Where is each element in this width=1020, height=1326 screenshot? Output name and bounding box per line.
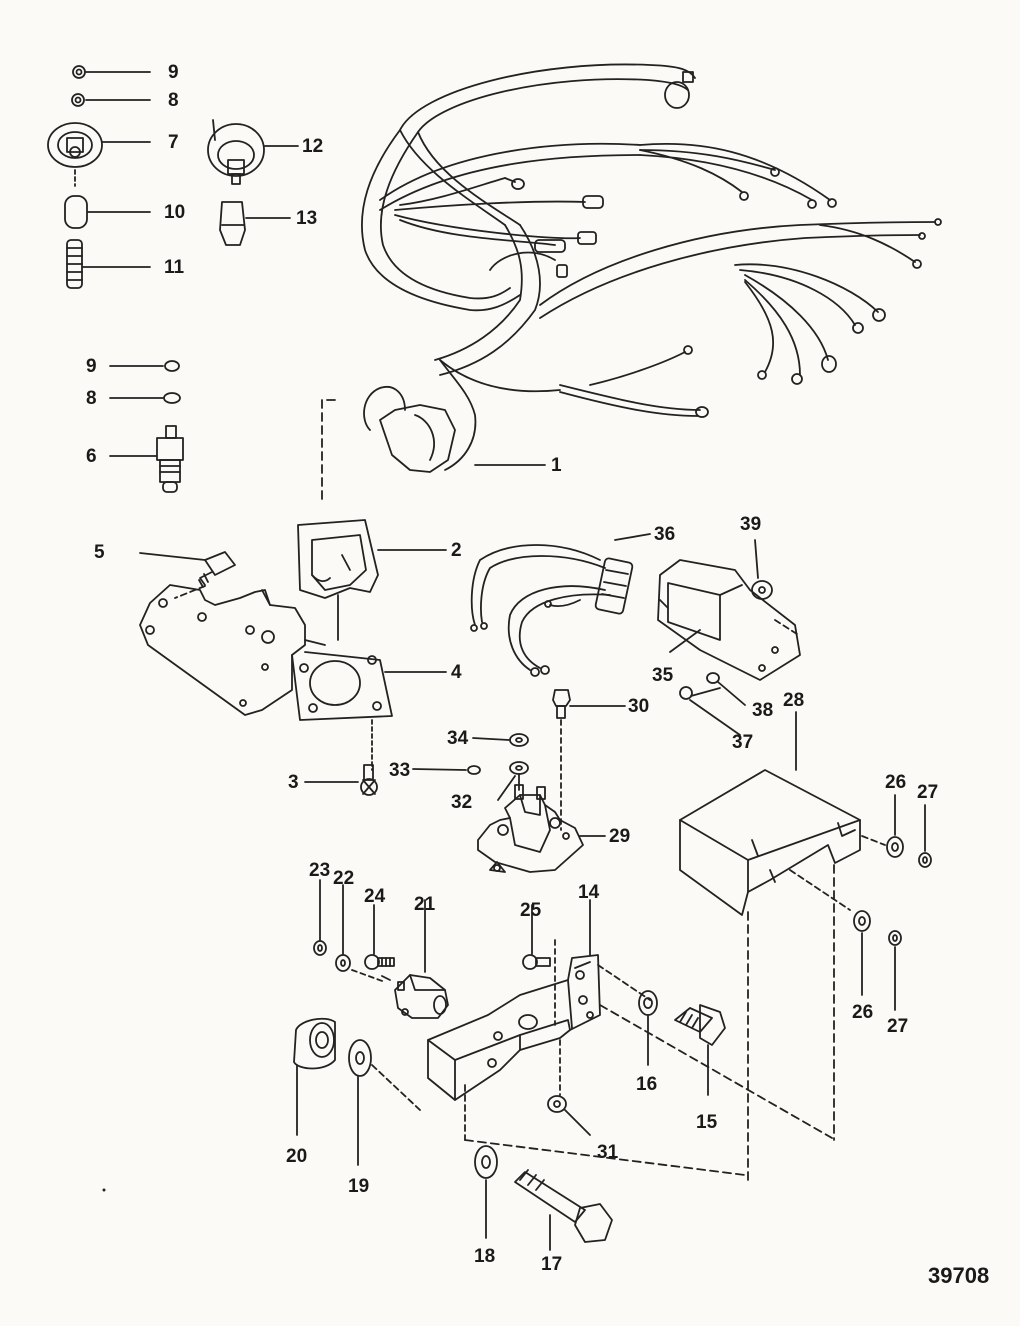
callout-31: 31 (597, 1142, 619, 1163)
stud-part-11 (66, 239, 83, 289)
callout-33: 33 (389, 760, 410, 781)
wire-harness-part-36 (470, 544, 634, 677)
callout-11: 11 (164, 257, 185, 278)
washer-part-18 (474, 1145, 498, 1179)
callout-15: 15 (696, 1112, 718, 1133)
callout-2: 2 (451, 540, 462, 561)
cover-part-28 (679, 769, 861, 916)
callout-36: 36 (654, 524, 675, 545)
callout-25: 25 (520, 900, 542, 921)
callout-6: 6 (86, 446, 97, 467)
callout-27-lower: 27 (887, 1016, 908, 1037)
nut-part-27-lower (888, 930, 902, 946)
callout-29: 29 (609, 826, 630, 847)
callout-22: 22 (333, 868, 354, 889)
nut-part-9-top (72, 65, 86, 79)
callout-9-lower: 9 (86, 356, 97, 377)
callout-3: 3 (288, 772, 299, 793)
bolt-part-30 (552, 689, 571, 719)
nut-part-23 (313, 940, 327, 956)
washer-part-8-top (71, 93, 85, 107)
temperature-sender-part-6 (156, 425, 184, 493)
washer-part-32 (509, 761, 529, 775)
mount-part-20 (293, 1017, 336, 1070)
washer-part-26-lower (853, 910, 871, 932)
callout-8-lower: 8 (86, 388, 97, 409)
callout-1: 1 (551, 455, 562, 476)
callout-37: 37 (732, 732, 753, 753)
callout-5: 5 (94, 542, 105, 563)
nut-part-33 (467, 765, 481, 775)
washer-part-8-lower (163, 392, 181, 404)
bolt-part-17 (514, 1169, 613, 1243)
reference-number: 39708 (928, 1263, 989, 1288)
bolt-part-15 (674, 1004, 726, 1046)
callout-19: 19 (348, 1176, 369, 1197)
callout-9-top: 9 (168, 62, 179, 83)
washer-part-19 (348, 1039, 372, 1077)
callout-13: 13 (296, 208, 317, 229)
speck (102, 1188, 106, 1192)
washer-part-26-upper (886, 836, 904, 858)
callout-16: 16 (636, 1074, 657, 1095)
oil-pressure-switch-part-12 (207, 119, 265, 185)
callout-24: 24 (364, 886, 386, 907)
callout-35: 35 (652, 665, 674, 686)
washer-part-38 (706, 672, 720, 684)
washer-part-22 (335, 954, 351, 972)
callout-12: 12 (302, 136, 323, 157)
callout-17: 17 (541, 1254, 562, 1275)
wiring-harness-part-1 (361, 63, 942, 473)
sender-part-7 (47, 122, 103, 187)
callout-21: 21 (414, 894, 436, 915)
adapter-part-10 (64, 195, 88, 229)
callout-10: 10 (164, 202, 185, 223)
fitting-part-13 (219, 201, 246, 246)
callout-39: 39 (740, 514, 761, 535)
screw-part-24 (364, 954, 395, 970)
callout-23: 23 (309, 860, 330, 881)
callout-20: 20 (286, 1146, 307, 1167)
callout-18: 18 (474, 1246, 495, 1267)
screw-part-25 (522, 954, 551, 970)
spacer-part-39 (751, 580, 773, 600)
boot-part-2 (297, 519, 379, 599)
screw-part-3 (360, 764, 378, 796)
nut-part-27-upper (918, 852, 932, 868)
callout-14: 14 (578, 882, 600, 903)
switch-part-21 (381, 974, 449, 1019)
callout-7: 7 (168, 132, 179, 153)
screw-part-5 (198, 551, 236, 588)
callout-8-top: 8 (168, 90, 179, 111)
callout-38: 38 (752, 700, 773, 721)
callout-32: 32 (451, 792, 472, 813)
callout-30: 30 (628, 696, 649, 717)
bracket-part-14 (427, 954, 601, 1101)
callout-27-upper: 27 (917, 782, 938, 803)
washer-part-16 (638, 990, 658, 1016)
nut-part-31 (547, 1095, 567, 1113)
lockwasher-part-34 (509, 733, 529, 747)
nut-part-9-lower (164, 360, 180, 372)
callout-26-upper: 26 (885, 772, 906, 793)
callout-4: 4 (451, 662, 462, 683)
ignition-module-part-35 (657, 559, 801, 681)
callout-26-lower: 26 (852, 1002, 873, 1023)
callout-28: 28 (783, 690, 804, 711)
callout-34: 34 (447, 728, 469, 749)
screw-part-37 (679, 686, 721, 700)
starter-solenoid-part-29 (477, 784, 584, 873)
mounting-bracket-part-4 (139, 584, 393, 721)
